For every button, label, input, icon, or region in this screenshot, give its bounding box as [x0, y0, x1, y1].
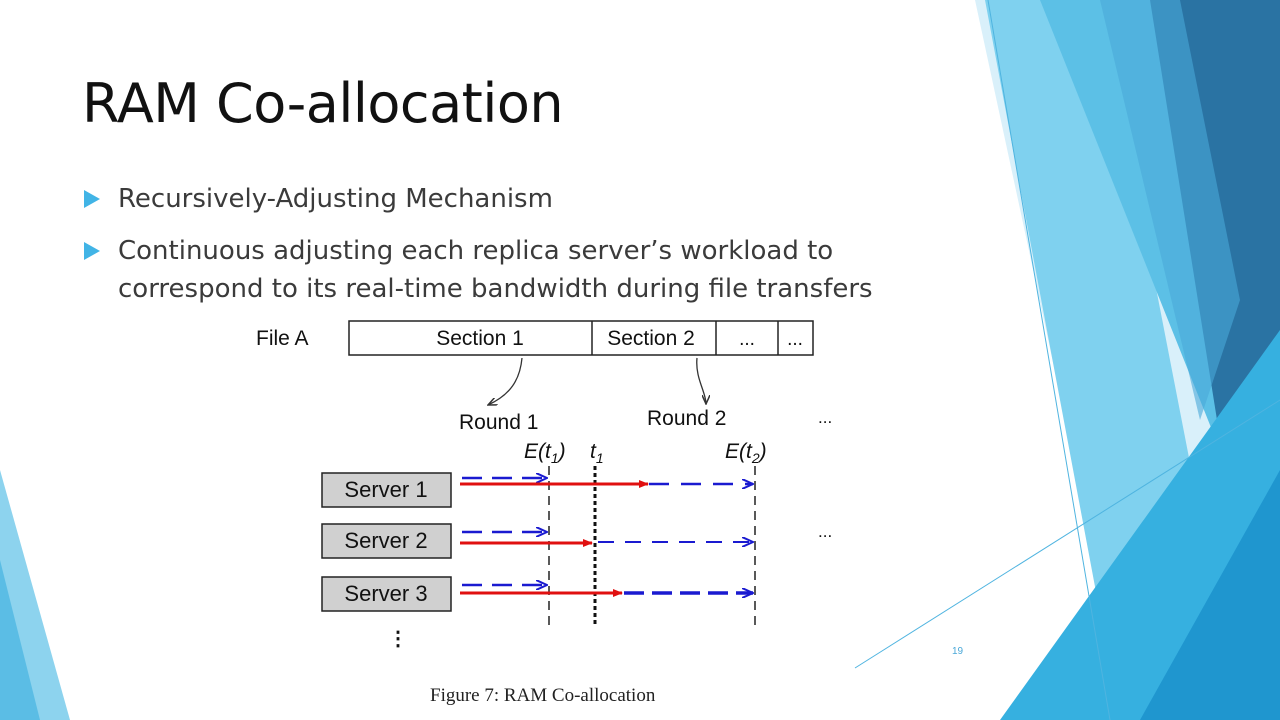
bullet-item: Continuous adjusting each replica server… — [82, 232, 982, 308]
round-ellipsis: ... — [818, 408, 832, 427]
section-label: ... — [787, 329, 803, 350]
section2-to-round2-arrow — [696, 357, 706, 404]
bullet-text: Continuous adjusting each replica server… — [118, 236, 873, 304]
slide-title: RAM Co-allocation — [82, 72, 564, 135]
time-label-e-t2: E(t2) — [725, 440, 767, 466]
server-label: Server 3 — [344, 581, 427, 606]
server-box — [321, 523, 452, 559]
file-bar — [348, 320, 814, 356]
triangle-bullet-icon — [84, 242, 100, 260]
time-label-e-t1: E(t1) — [524, 440, 566, 466]
bullet-item: Recursively-Adjusting Mechanism — [82, 180, 982, 218]
file-label: File A — [256, 327, 309, 350]
round-label: Round 1 — [459, 411, 538, 434]
section-label: Section 2 — [607, 327, 695, 350]
server-box — [321, 472, 452, 508]
bullet-text: Recursively-Adjusting Mechanism — [118, 184, 553, 214]
round-label: Round 2 — [647, 407, 726, 430]
page-number: 19 — [952, 646, 964, 657]
time-label-t1: t1 — [590, 440, 604, 466]
section1-to-round1-arrow — [488, 357, 523, 405]
bullet-list: Recursively-Adjusting Mechanism Continuo… — [82, 180, 982, 322]
section-label: Section 1 — [436, 327, 524, 350]
section-label: ... — [739, 329, 755, 350]
triangle-bullet-icon — [84, 190, 100, 208]
server-box — [321, 576, 452, 612]
vertical-ellipsis: ⋮ — [388, 628, 408, 650]
server-label: Server 1 — [344, 477, 427, 502]
server-ellipsis: ... — [818, 522, 832, 541]
figure-caption: Figure 7: RAM Co-allocation — [430, 685, 656, 706]
server-label: Server 2 — [344, 528, 427, 553]
